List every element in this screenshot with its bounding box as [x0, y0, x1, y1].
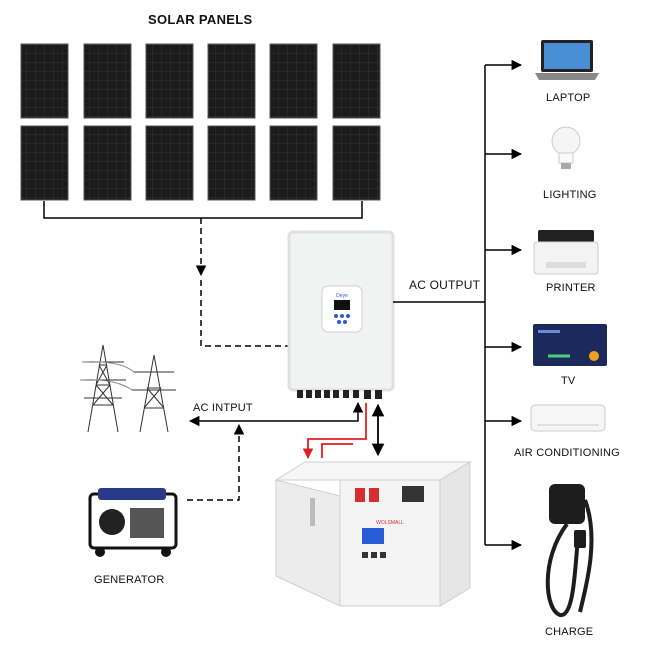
grid-towers [79, 344, 176, 433]
ev-charger-icon [545, 484, 594, 617]
load-label-lighting: LIGHTING [543, 189, 597, 201]
battery-pack: WOLSMALL [274, 461, 472, 607]
solar-panel [269, 125, 318, 201]
laptop-icon [535, 40, 599, 80]
generator-line [187, 423, 245, 501]
battery-link-red-2 [321, 443, 353, 458]
load-label-laptop: LAPTOP [546, 92, 591, 104]
battery-brand: WOLSMALL [376, 520, 404, 526]
load-label-air-conditioning: AIR CONDITIONING [514, 447, 620, 459]
panel-bus-line [43, 201, 363, 219]
solar-panel [269, 43, 318, 119]
hybrid-inverter: Deye [287, 230, 395, 399]
solar-panel [332, 43, 381, 119]
solar-panel [332, 125, 381, 201]
printer-icon [533, 230, 599, 275]
inverter-logo: Deye [336, 293, 348, 299]
solar-panel [83, 125, 132, 201]
solar-panel [83, 43, 132, 119]
ac-input-label: AC INTPUT [193, 402, 253, 414]
load-label-tv: TV [561, 375, 576, 387]
solar-panel [207, 125, 256, 201]
solar-panel [20, 125, 69, 201]
ac-input-line [188, 401, 364, 427]
battery-link-red [302, 403, 367, 460]
solar-panel [145, 43, 194, 119]
light-bulb-icon [551, 126, 581, 169]
tv-icon [533, 324, 607, 366]
ac-output-label: AC OUTPUT [409, 278, 481, 292]
solar-panel-array [20, 43, 381, 201]
load-label-printer: PRINTER [546, 282, 596, 294]
solar-panel [207, 43, 256, 119]
pv-to-inverter-line-2 [200, 280, 290, 347]
solar-panels-title: SOLAR PANELS [148, 12, 253, 27]
solar-panel [20, 43, 69, 119]
solar-panel [145, 125, 194, 201]
air-conditioner-icon [530, 404, 606, 432]
load-label-charge: CHARGE [545, 626, 594, 638]
generator-label: GENERATOR [94, 574, 165, 586]
generator-unit [88, 488, 178, 557]
